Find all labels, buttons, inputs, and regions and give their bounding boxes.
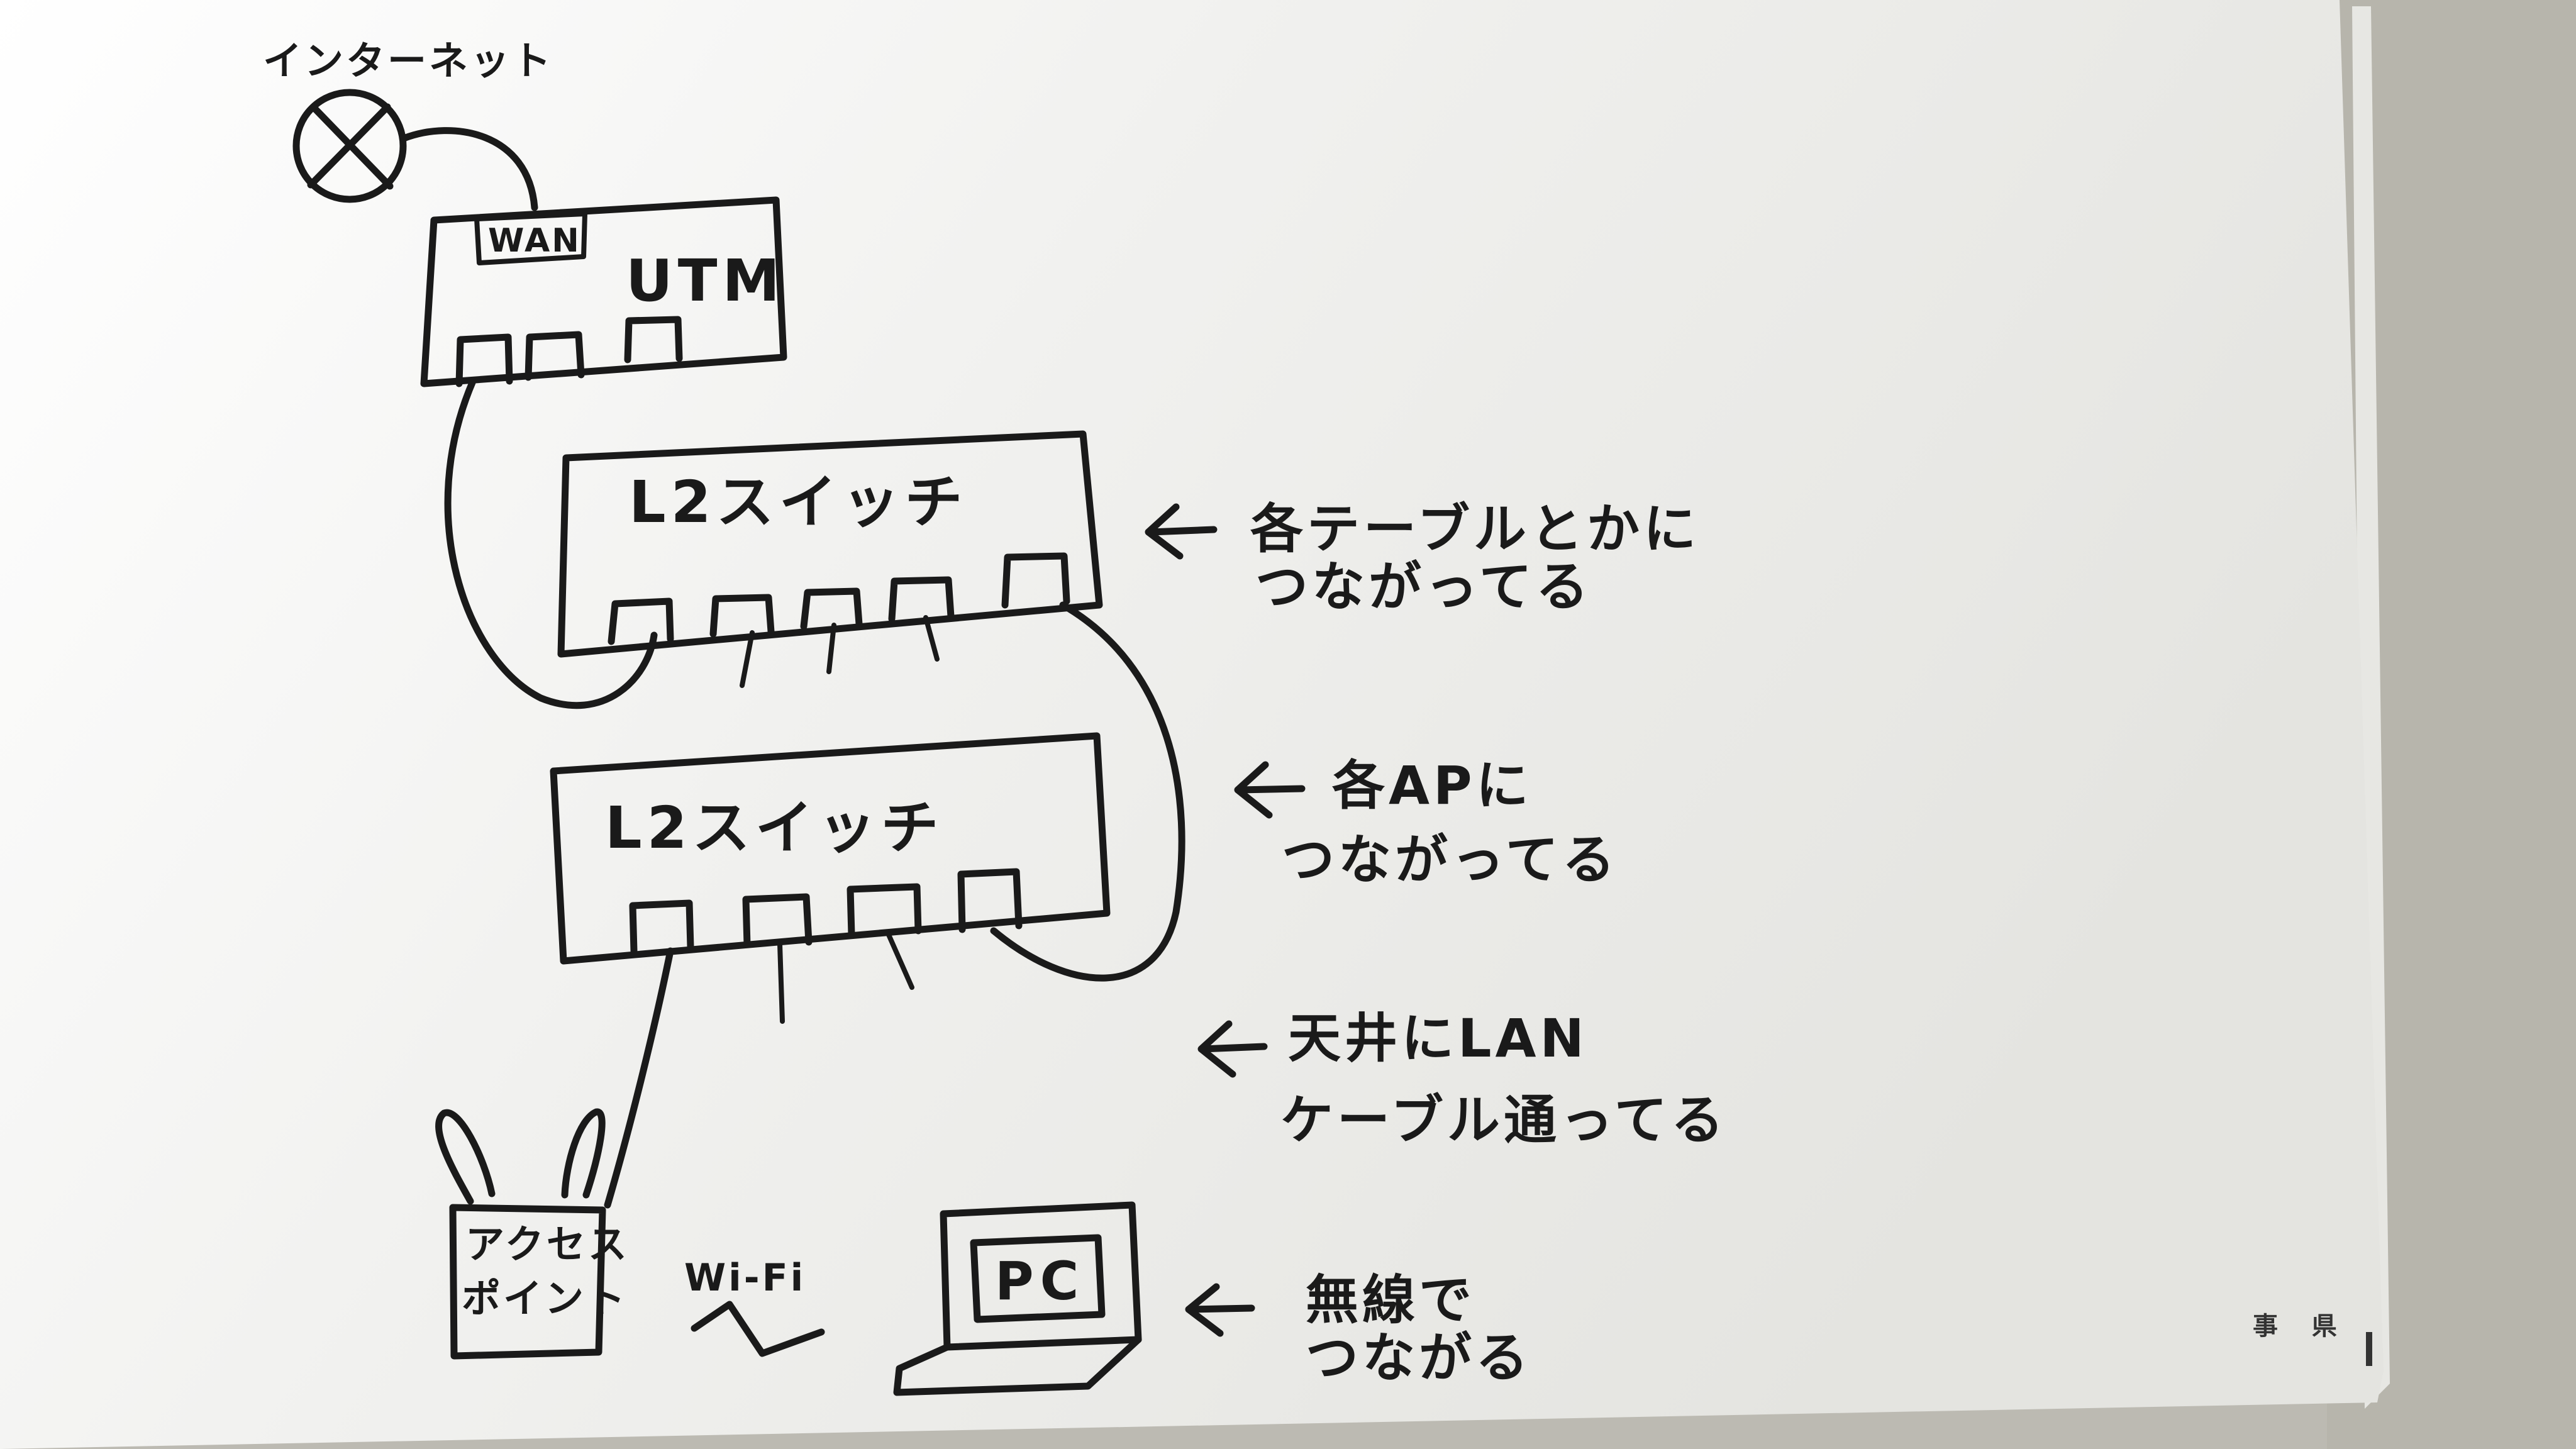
internet-node: インターネット	[263, 38, 553, 211]
note-ceiling-line2: ケーブル通ってる	[1280, 1089, 1728, 1151]
switch-to-switch-cable	[990, 601, 1185, 982]
internet-label: インターネット	[263, 38, 553, 84]
arrow-left-icon	[1185, 1283, 1255, 1337]
switch-top-label: L2スイッチ	[629, 469, 968, 536]
wifi-label: Wi-Fi	[684, 1256, 806, 1300]
switch-bottom-drop-cables	[777, 931, 914, 1024]
switch-top-ports	[608, 552, 1070, 645]
l2-switch-bottom: L2スイッチ	[550, 732, 1111, 1024]
arrow-left-icon	[1145, 503, 1218, 560]
utm-device: WAN UTM	[420, 196, 787, 387]
pc-label: PC	[995, 1250, 1085, 1312]
wifi-signal: Wi-Fi	[684, 1256, 825, 1357]
pc-laptop: PC	[893, 1201, 1142, 1396]
annotation-ceiling-cable: 天井にLAN ケーブル通ってる	[1197, 1008, 1728, 1151]
arrow-left-icon	[1234, 761, 1306, 819]
note-top-line2: つながってる	[1255, 556, 1592, 618]
note-wireless-line1: 無線で	[1306, 1269, 1475, 1331]
annotation-wireless: 無線で つながる	[1185, 1269, 1532, 1389]
wan-label: WAN	[488, 222, 581, 260]
note-top-line1: 各テーブルとかに	[1250, 498, 1700, 560]
note-wireless-line2: つながる	[1306, 1327, 1532, 1389]
access-point: アクセス ポイント	[435, 1108, 630, 1360]
internet-globe-icon	[292, 89, 407, 203]
note-ceiling-line1: 天井にLAN	[1288, 1008, 1588, 1069]
annotation-tables: 各テーブルとかに つながってる	[1145, 498, 1700, 618]
annotation-access-points: 各APに つながってる	[1234, 755, 1619, 891]
l2-switch-top: L2スイッチ	[557, 430, 1103, 688]
ap-label-line2: ポイント	[462, 1275, 628, 1321]
internet-cable	[400, 127, 538, 211]
wifi-zigzag-icon	[691, 1301, 825, 1357]
laptop-base	[893, 1336, 1142, 1396]
page-edge-mark	[2366, 1332, 2372, 1366]
arrow-left-icon	[1197, 1020, 1268, 1078]
switch-bottom-ports	[629, 868, 1023, 955]
utm-label: UTM	[626, 247, 785, 314]
utm-ports	[455, 316, 683, 387]
note-mid-line2: つながってる	[1282, 829, 1619, 891]
wan-port	[474, 211, 587, 265]
note-mid-line1: 各APに	[1332, 755, 1533, 816]
switch-bottom-label: L2スイッチ	[605, 794, 944, 862]
utm-to-switch-cable	[444, 377, 658, 709]
antenna-icon	[435, 1108, 606, 1205]
corner-mark: 事 県	[2253, 1312, 2350, 1341]
switch-to-ap-cable	[604, 947, 674, 1209]
switch-top-drop-cables	[740, 615, 940, 688]
ap-label-line1: アクセス	[465, 1221, 630, 1267]
